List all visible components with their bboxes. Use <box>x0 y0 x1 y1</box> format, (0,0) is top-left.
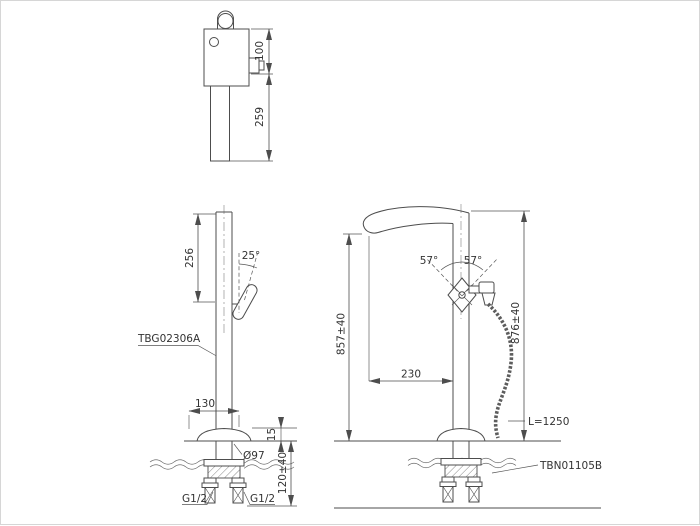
handle-tilt-line <box>244 252 258 301</box>
leader-line-g12-left <box>182 491 214 505</box>
inlet-fitting-right <box>465 476 483 503</box>
mounting-block-hatched <box>207 465 241 479</box>
hose-length-label: L=1250 <box>528 416 569 428</box>
dim-130: 130 <box>195 398 215 410</box>
handle-lever-front <box>232 284 258 320</box>
mounting-plate <box>440 458 482 466</box>
fitting-flange <box>201 482 219 488</box>
knob-center-icon <box>458 291 466 299</box>
angle-arc-57-left <box>440 261 463 271</box>
fitting-collar <box>203 477 217 484</box>
angle-arc-57-right <box>461 261 484 271</box>
top-view: 100 259 <box>203 10 273 162</box>
shower-hose <box>486 302 514 439</box>
fitting-collar <box>467 476 481 483</box>
inlet-label-g12-right: G1/2 <box>250 493 275 505</box>
handle-angle-25: 25° <box>242 250 261 262</box>
angle-57-right: 57° <box>464 255 483 267</box>
base-cover-dome <box>436 427 486 442</box>
leader-line-tbn <box>491 464 539 474</box>
fitting-flange <box>439 481 457 487</box>
thread-break-mark <box>204 487 216 504</box>
fitting-collar <box>231 477 245 484</box>
inlet-fitting-right <box>229 477 247 504</box>
leader-line-g12-right <box>243 491 275 505</box>
spout-profile <box>362 206 470 234</box>
dim-259: 259 <box>254 107 266 127</box>
model-label-tbn01105b: TBN01105B <box>539 460 602 472</box>
dim-876-40: 876±40 <box>510 302 522 344</box>
flange-diameter-label: Ø97 <box>243 450 265 462</box>
fitting-flange <box>229 482 247 488</box>
mounting-plate <box>203 459 245 467</box>
leader-line-diameter <box>233 443 243 455</box>
front-view: 25° 256 TBG02306A 130 15 Ø97 120±40 <box>137 205 297 507</box>
thread-break-mark <box>468 486 480 503</box>
leader-line-tbg <box>138 345 217 357</box>
side-port-nub <box>258 60 265 71</box>
spout-top-view <box>210 85 230 162</box>
side-view: 230 57° 57° L=1250 857±40 876±40 <box>334 204 602 509</box>
dim-230: 230 <box>401 369 421 381</box>
fitting-collar <box>441 476 455 483</box>
handle-swing-line-left <box>425 257 463 297</box>
body-plate <box>203 28 250 87</box>
angle-arc-25 <box>238 263 258 269</box>
thread-break-mark <box>232 487 244 504</box>
angle-57-left: 57° <box>420 255 439 267</box>
dim-256: 256 <box>184 248 196 268</box>
mounting-block-hatched <box>444 464 478 478</box>
handle-pivot-icon <box>217 13 234 29</box>
base-cover-dome <box>196 427 252 442</box>
model-label-tbg02306a: TBG02306A <box>137 333 201 345</box>
dim-120-40: 120±40 <box>277 452 289 494</box>
dim-15: 15 <box>266 428 278 441</box>
inlet-label-g12-left: G1/2 <box>182 493 207 505</box>
inlet-fitting-left <box>439 476 457 503</box>
thread-break-mark <box>442 486 454 503</box>
plate-hole-icon <box>209 37 219 47</box>
fitting-flange <box>465 481 483 487</box>
inlet-fitting-left <box>201 477 219 504</box>
dim-857-40: 857±40 <box>336 313 348 355</box>
dim-100: 100 <box>254 41 266 61</box>
hand-shower-grip <box>481 292 496 306</box>
handle-swing-line-right <box>461 257 499 297</box>
hand-shower-head <box>478 281 495 294</box>
